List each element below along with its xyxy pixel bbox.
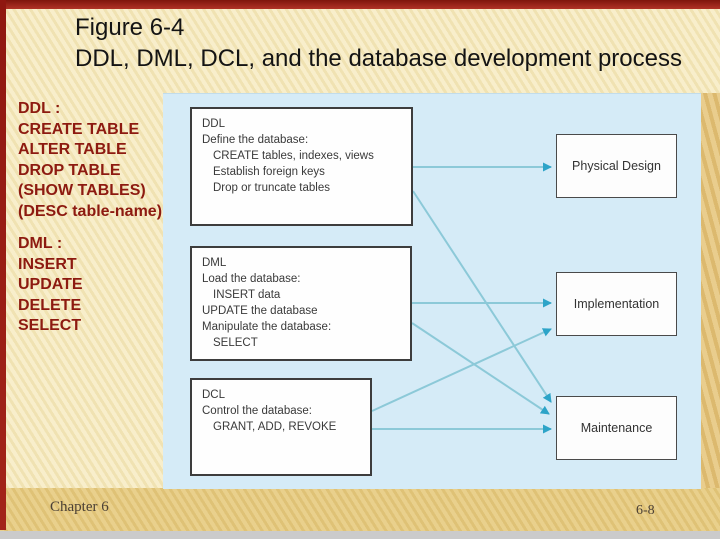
stage-label: Physical Design xyxy=(572,159,661,173)
figure-caption: DDL, DML, DCL, and the database developm… xyxy=(75,45,682,72)
sql-annotations: DDL : CREATE TABLE ALTER TABLE DROP TABLE (… xyxy=(18,99,162,349)
stage-box-physical-design: Physical Design xyxy=(556,134,677,198)
footer-page-number: 6-8 xyxy=(636,503,655,518)
list-line: UPDATE the database xyxy=(202,305,318,317)
arrow-ddl-to-maintenance xyxy=(412,190,552,403)
footer-band xyxy=(0,488,720,531)
arrow-dcl-to-implementation xyxy=(371,328,552,412)
list-line: Load the database: xyxy=(202,273,301,285)
stage-label: Maintenance xyxy=(580,421,653,435)
dcl-box: DCL Control the database: GRANT, ADD, REV… xyxy=(190,378,372,476)
list-line: DELETE xyxy=(18,296,82,314)
figure-number: Figure 6-4 xyxy=(75,14,185,41)
list-line: DROP TABLE xyxy=(18,161,121,179)
list-line: SELECT xyxy=(213,337,258,349)
list-line: Manipulate the database: xyxy=(202,321,332,333)
annotation-items: INSERT UPDATE DELETE SELECT xyxy=(18,255,162,337)
diagram-panel: DDL Define the database: CREATE tables, i… xyxy=(163,93,701,489)
arrow-layer xyxy=(371,162,552,434)
list-line: CREATE TABLE xyxy=(18,120,140,138)
list-line: UPDATE xyxy=(18,276,83,293)
list-line: SELECT xyxy=(18,317,82,334)
dml-box-title: DML xyxy=(202,257,227,269)
dcl-box-lines: Control the database: GRANT, ADD, REVOKE xyxy=(202,403,362,435)
stage-label: Implementation xyxy=(573,297,660,311)
list-line: INSERT xyxy=(18,255,77,273)
top-accent-bar xyxy=(0,0,720,9)
slide-title: Figure 6-4 DDL, DML, DCL, and the databa… xyxy=(75,12,682,74)
list-line: GRANT, ADD, REVOKE xyxy=(213,421,337,433)
annotation-group-ddl: DDL : CREATE TABLE ALTER TABLE DROP TABLE (… xyxy=(18,99,162,222)
list-line: Control the database: xyxy=(202,405,312,417)
annotation-items: CREATE TABLE ALTER TABLE DROP TABLE (SHOW T… xyxy=(18,120,162,223)
list-line: (DESC table-name) xyxy=(18,202,163,220)
ddl-box-lines: Define the database: CREATE tables, index… xyxy=(202,132,403,196)
list-line: CREATE tables, indexes, views xyxy=(213,150,374,162)
footer-chapter: Chapter 6 xyxy=(50,499,109,515)
list-line: (SHOW TABLES) xyxy=(18,182,146,199)
list-line: Drop or truncate tables xyxy=(213,182,330,194)
left-accent-strip xyxy=(0,0,6,530)
ddl-box-title: DDL xyxy=(202,118,226,130)
annotation-heading: DML : xyxy=(18,235,63,252)
stage-box-implementation: Implementation xyxy=(556,272,677,336)
dcl-box-title: DCL xyxy=(202,389,226,401)
stage-box-maintenance: Maintenance xyxy=(556,396,677,460)
arrow-dml-to-maintenance xyxy=(411,322,550,415)
ddl-box: DDL Define the database: CREATE tables, i… xyxy=(190,107,413,226)
list-line: INSERT data xyxy=(213,289,281,301)
list-line: Define the database: xyxy=(202,134,309,146)
annotation-heading: DDL : xyxy=(18,100,61,117)
bottom-edge-bar xyxy=(0,531,720,539)
right-edge-texture xyxy=(701,93,720,488)
list-line: ALTER TABLE xyxy=(18,141,127,158)
annotation-group-dml: DML : INSERT UPDATE DELETE SELECT xyxy=(18,234,162,337)
list-line: Establish foreign keys xyxy=(213,166,325,178)
